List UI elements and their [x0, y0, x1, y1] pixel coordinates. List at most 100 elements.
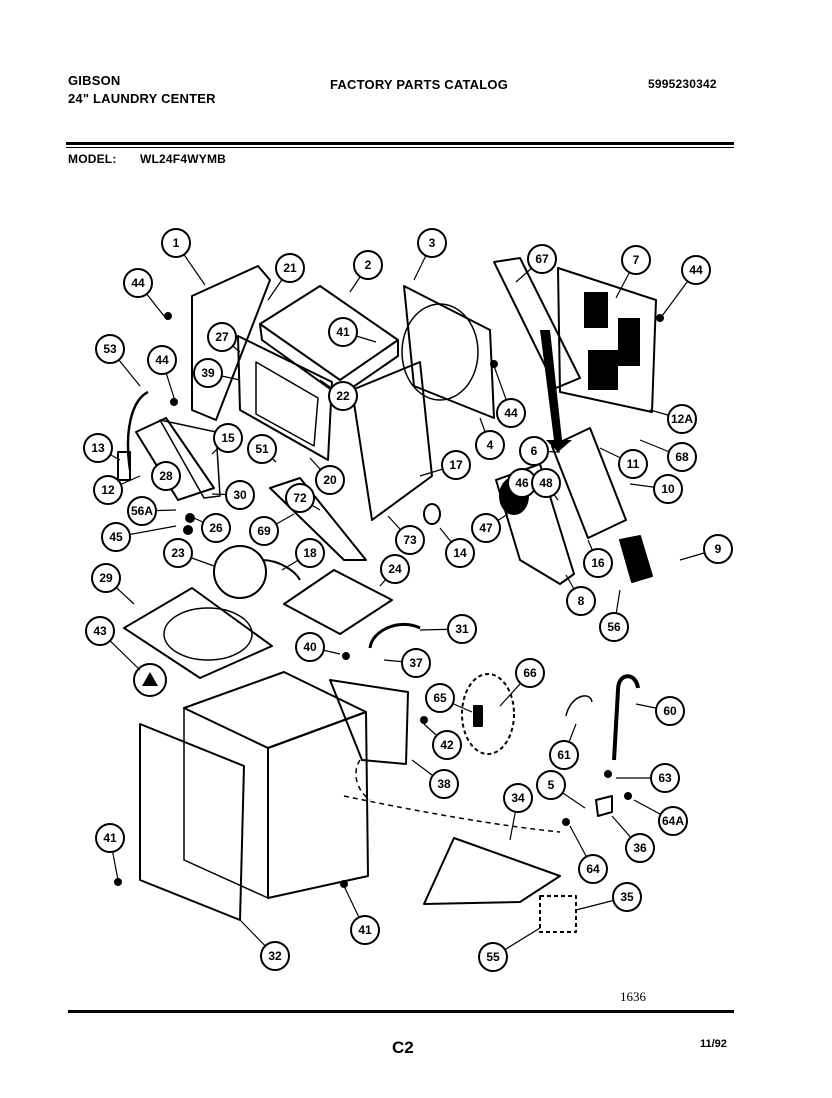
callout-66: 66 [515, 658, 545, 688]
callout-69: 69 [249, 516, 279, 546]
callout-number: 35 [620, 890, 634, 904]
product-name: 24" LAUNDRY CENTER [68, 91, 216, 106]
callout-circle [380, 554, 410, 584]
callout-number: 5 [548, 778, 555, 792]
callout-45: 45 [101, 522, 131, 552]
callout-circle [247, 434, 277, 464]
callout-circle [123, 268, 153, 298]
ring-part [133, 663, 167, 697]
callout-48: 48 [531, 468, 561, 498]
callout-number: 44 [131, 276, 145, 290]
motor-housing-part [495, 463, 575, 585]
callout-number: 29 [99, 571, 113, 585]
callout-circle [91, 563, 121, 593]
callout-1: 1 [161, 228, 191, 258]
callout-11: 11 [618, 449, 648, 479]
callout-number: 38 [437, 777, 451, 791]
header-rule-thin [66, 147, 734, 148]
callout-circle [163, 538, 193, 568]
callout-number: 9 [715, 542, 722, 556]
callout-circle [432, 730, 462, 760]
callout-number: 64A [662, 814, 684, 828]
callout-number: 43 [93, 624, 107, 638]
brand-name: GIBSON [68, 73, 121, 88]
callout-number: 68 [675, 450, 689, 464]
callout-circle [625, 833, 655, 863]
callout-number: 14 [453, 546, 467, 560]
model-value: WL24F4WYMB [140, 152, 226, 166]
callout-number: 61 [557, 748, 571, 762]
callout-number: 66 [523, 666, 537, 680]
callout-61: 61 [549, 740, 579, 770]
callout-circle [95, 334, 125, 364]
callout-number: 31 [455, 622, 469, 636]
callout-6: 6 [519, 436, 549, 466]
callout-number: 26 [209, 521, 223, 535]
callout-circle [667, 404, 697, 434]
callout-67: 67 [527, 244, 557, 274]
callout-number: 45 [109, 530, 123, 544]
callout-number: 44 [689, 263, 703, 277]
callout-number: 39 [201, 366, 215, 380]
callout-circle [425, 683, 455, 713]
callout-60: 60 [655, 696, 685, 726]
callout-circle [328, 317, 358, 347]
callout-number: 47 [479, 521, 493, 535]
callout-number: 22 [336, 389, 350, 403]
washer-top-part [123, 587, 273, 679]
callout-circle [599, 612, 629, 642]
callout-circle [667, 442, 697, 472]
callout-4: 4 [475, 430, 505, 460]
panel-part [283, 569, 393, 635]
model-label: MODEL: [68, 152, 117, 166]
arc-part [368, 622, 421, 649]
callout-number: 44 [504, 406, 518, 420]
callout-circle [703, 534, 733, 564]
callout-51: 51 [247, 434, 277, 464]
callout-circle [83, 433, 113, 463]
callout-number: 12 [101, 483, 115, 497]
callout-number: 20 [323, 473, 337, 487]
heater-bracket-part [551, 427, 627, 539]
callout-number: 41 [336, 325, 350, 339]
callout-8: 8 [566, 586, 596, 616]
callout-73: 73 [395, 525, 425, 555]
callout-circle [445, 538, 475, 568]
callout-circle [650, 763, 680, 793]
callout-number: 56A [131, 504, 153, 518]
callout-circle [417, 228, 447, 258]
callout-number: 3 [429, 236, 436, 250]
arrow-indicator [540, 330, 572, 452]
callout-number: 17 [449, 458, 463, 472]
callout-number: 34 [511, 791, 525, 805]
callout-41: 41 [328, 317, 358, 347]
callout-number: 1 [173, 236, 180, 250]
callout-number: 10 [661, 482, 675, 496]
callout-53: 53 [95, 334, 125, 364]
callout-20: 20 [315, 465, 345, 495]
callout-72: 72 [285, 483, 315, 513]
callout-number: 64 [586, 862, 600, 876]
callout-42: 42 [432, 730, 462, 760]
dashed-group [461, 673, 515, 755]
callout-circle [151, 461, 181, 491]
callout-circle [207, 322, 237, 352]
callout-44-6: 44 [681, 255, 711, 285]
callout-circle [531, 468, 561, 498]
callout-circle [285, 483, 315, 513]
callout-circle [350, 915, 380, 945]
callout-circle [295, 538, 325, 568]
callout-number: 27 [215, 330, 229, 344]
callout-26: 26 [201, 513, 231, 543]
callout-22: 22 [328, 381, 358, 411]
callout-16: 16 [583, 548, 613, 578]
callout-number: 24 [388, 562, 402, 576]
callout-circle [527, 244, 557, 274]
catalog-number: 5995230342 [648, 77, 717, 91]
callout-number: 65 [433, 691, 447, 705]
parts-drawing [114, 257, 664, 933]
callout-circle [566, 586, 596, 616]
callout-circle [101, 522, 131, 552]
callout-35: 35 [612, 882, 642, 912]
